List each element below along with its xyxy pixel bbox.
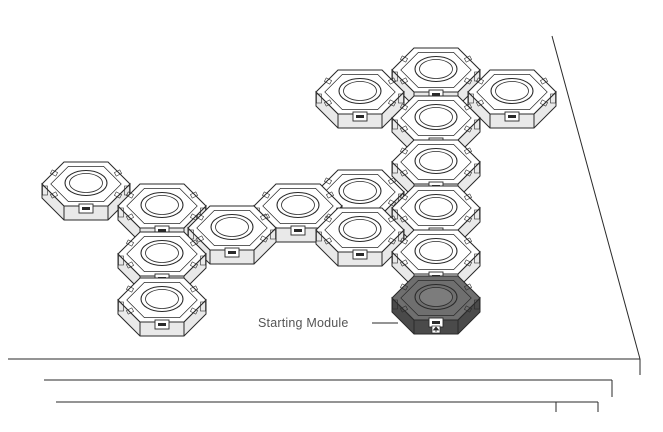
module-group [41,47,557,337]
module-lens [140,285,184,313]
module-lens [414,237,458,265]
hex-module [315,207,405,267]
hex-module [41,161,131,221]
arrow-indicator-icon [431,325,441,334]
module-lens [490,77,534,105]
hex-module [467,69,557,129]
module-lens [276,191,320,219]
table-surface [8,35,641,412]
usb-connector-icon [290,225,306,236]
usb-connector-icon [154,319,170,330]
module-lens [414,147,458,175]
starting-module-label: Starting Module [258,316,349,330]
usb-connector-icon [352,249,368,260]
usb-connector-icon [352,111,368,122]
usb-connector-icon [504,111,520,122]
module-lens [140,239,184,267]
module-lens [338,77,382,105]
module-lens [414,55,458,83]
module-lens [338,177,382,205]
usb-connector-icon [78,203,94,214]
starting-module [391,275,481,335]
module-lens [414,193,458,221]
module-lens [64,169,108,197]
hex-module [117,277,207,337]
module-lens [140,191,184,219]
module-lens [414,103,458,131]
module-lens [414,283,458,311]
module-lens [210,213,254,241]
usb-connector-icon [224,247,240,258]
module-lens [338,215,382,243]
hex-module [187,205,277,265]
hex-module [315,69,405,129]
usb-connector-icon [428,317,444,328]
